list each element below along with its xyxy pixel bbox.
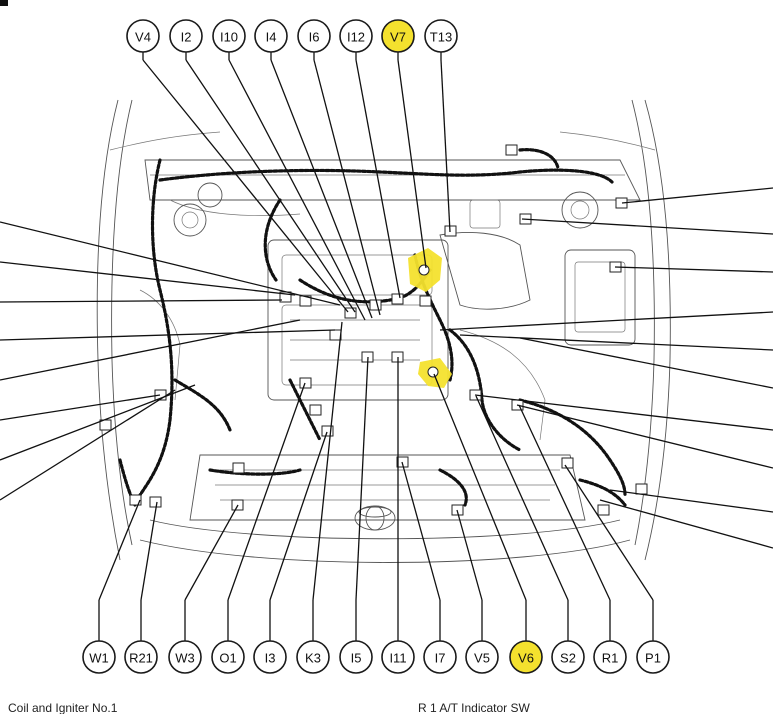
callout-label: V7 <box>390 30 406 45</box>
callout-label: I5 <box>351 651 362 666</box>
callout-label: I3 <box>265 651 276 666</box>
callout-circle <box>168 640 202 674</box>
callout-label: I7 <box>435 651 446 666</box>
callout-circle <box>297 19 331 53</box>
callout-label: I12 <box>347 30 365 45</box>
callout-leader-line <box>355 59 401 299</box>
callout-i6: I6 <box>297 19 331 53</box>
callout-circle <box>254 19 288 53</box>
callout-circle <box>339 640 373 674</box>
highlight-marks <box>408 248 452 388</box>
callout-v5: V5 <box>465 640 499 674</box>
callout-circle <box>551 640 585 674</box>
callout-label: R1 <box>602 651 619 666</box>
callout-label: O1 <box>219 651 236 666</box>
callout-v6: V6 <box>509 640 543 674</box>
callout-leader-line <box>312 321 343 601</box>
callout-leader-line <box>440 59 451 233</box>
callout-circle <box>423 640 457 674</box>
footer-left-caption: Coil and Igniter No.1 <box>8 701 118 714</box>
callout-label: V5 <box>474 651 490 666</box>
callout-k3: K3 <box>296 640 330 674</box>
callout-p1: P1 <box>636 640 670 674</box>
callout-label: I6 <box>309 30 320 45</box>
callout-i2: I2 <box>169 19 203 53</box>
callout-label: P1 <box>645 651 661 666</box>
callout-label: I10 <box>220 30 238 45</box>
callout-r21: R21 <box>124 640 158 674</box>
callout-circle <box>509 640 543 674</box>
callout-circle <box>126 19 160 53</box>
callout-circle <box>169 19 203 53</box>
bottom-callout-row: W1 R21 W3 O1 I3 K3 I5 I11 I7 V5 V6 S2 R1 P1 <box>82 640 670 674</box>
callout-o1: O1 <box>211 640 245 674</box>
callout-w3: W3 <box>168 640 202 674</box>
callout-i7: I7 <box>423 640 457 674</box>
callout-circle <box>593 640 627 674</box>
callout-leader-line <box>313 59 381 316</box>
callout-i10: I10 <box>212 19 246 53</box>
callout-circle <box>465 640 499 674</box>
footer-right-caption: R 1 A/T Indicator SW <box>418 701 530 714</box>
callout-circle <box>212 19 246 53</box>
callout-circle <box>253 640 287 674</box>
callout-leader-line <box>228 59 366 321</box>
callout-i5: I5 <box>339 640 373 674</box>
callout-label: I4 <box>266 30 277 45</box>
wire-harness <box>118 148 627 507</box>
callout-label: V4 <box>135 30 151 45</box>
callout-label: T13 <box>430 30 452 45</box>
engine-bay-illustration <box>96 99 671 563</box>
callout-circle <box>82 640 116 674</box>
callout-i4: I4 <box>254 19 288 53</box>
callout-leader-line <box>518 404 611 601</box>
callout-leaders <box>98 52 654 641</box>
callout-label: W1 <box>89 651 109 666</box>
callout-leader-line <box>98 499 141 601</box>
callout-i12: I12 <box>339 19 373 53</box>
callout-leader-line <box>185 59 356 313</box>
callout-leader-line <box>142 59 349 313</box>
callout-leader-line <box>475 395 569 601</box>
callout-i3: I3 <box>253 640 287 674</box>
callout-label: V6 <box>518 651 534 666</box>
callout-circle <box>296 640 330 674</box>
callout-circle <box>124 640 158 674</box>
callout-leader-line <box>564 464 654 601</box>
callout-label: I2 <box>181 30 192 45</box>
callout-v4: V4 <box>126 19 160 53</box>
callout-leader-line <box>227 382 306 601</box>
callout-s2: S2 <box>551 640 585 674</box>
callout-w1: W1 <box>82 640 116 674</box>
callout-t13: T13 <box>424 19 458 53</box>
callout-circle <box>381 640 415 674</box>
callout-label: K3 <box>305 651 321 666</box>
callout-circle <box>339 19 373 53</box>
callout-v7: V7 <box>381 19 415 53</box>
callout-leader-line <box>270 59 373 319</box>
corner-mark <box>0 0 8 6</box>
callout-leader-line <box>355 356 369 601</box>
callout-leader-line <box>397 59 427 269</box>
callout-circle <box>424 19 458 53</box>
callout-leader-line <box>456 509 483 601</box>
callout-circle <box>381 19 415 53</box>
callout-label: W3 <box>175 651 195 666</box>
top-callout-row: V4 I2 I10 I4 I6 I12 V7 T13 <box>126 19 458 53</box>
callout-label: I11 <box>389 651 406 666</box>
callout-i11: I11 <box>381 640 415 674</box>
callout-label: R21 <box>129 651 153 666</box>
callout-leader-line <box>184 504 239 601</box>
callout-leader-line <box>433 373 527 601</box>
callout-label: S2 <box>560 651 576 666</box>
side-leaders <box>0 187 773 549</box>
callout-leader-line <box>401 461 441 601</box>
callout-circle <box>636 640 670 674</box>
callout-r1: R1 <box>593 640 627 674</box>
callout-leader-line <box>269 431 328 601</box>
callout-leader-line <box>140 501 158 601</box>
callout-circle <box>211 640 245 674</box>
